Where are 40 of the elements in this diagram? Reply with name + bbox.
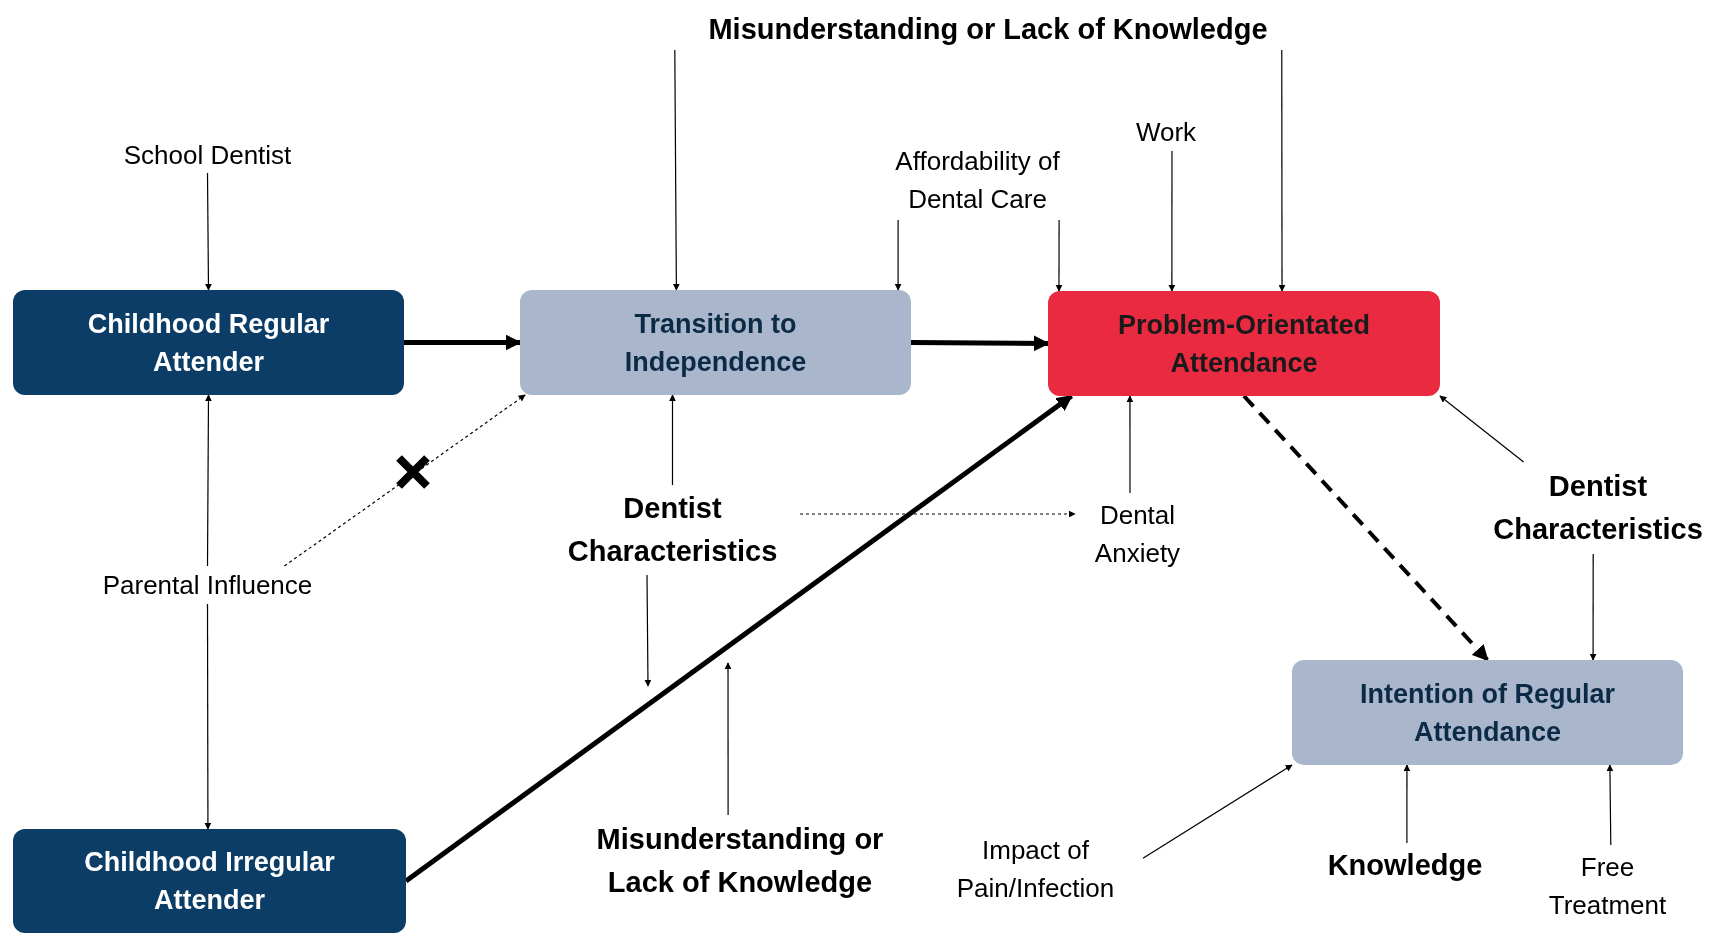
factor-label: Knowledge — [1310, 843, 1500, 887]
factor-label: Misunderstanding or Lack of Knowledge — [628, 8, 1348, 50]
arrow — [1606, 764, 1614, 846]
arrow — [283, 394, 526, 567]
factor-label: School Dentist — [90, 137, 325, 173]
stage-box: Intention of Regular Attendance — [1292, 660, 1683, 765]
arrow — [1439, 395, 1525, 463]
factor-label: Work — [1120, 113, 1212, 151]
arrow — [1168, 150, 1176, 292]
factor-label: Parental Influence — [65, 566, 350, 604]
arrow — [404, 334, 522, 351]
stage-box: Childhood Regular Attender — [13, 290, 404, 395]
arrow — [1055, 219, 1063, 292]
arrow — [672, 49, 680, 291]
stage-box: Childhood Irregular Attender — [13, 829, 406, 933]
arrow — [1142, 764, 1293, 859]
factor-label: Free Treatment — [1525, 845, 1690, 927]
arrow — [1126, 395, 1134, 494]
arrow — [1278, 49, 1286, 292]
factor-label: Dentist Characteristics — [1478, 462, 1718, 554]
factor-label: Impact of Pain/Infection — [928, 828, 1143, 910]
arrow — [204, 172, 212, 291]
arrow — [644, 574, 652, 687]
stage-box: Transition to Independence — [520, 290, 911, 395]
arrow — [204, 394, 212, 567]
arrow — [669, 394, 676, 486]
arrow — [911, 335, 1050, 352]
arrow — [1403, 764, 1411, 844]
arrow — [1589, 553, 1597, 661]
factor-label: Misunderstanding or Lack of Knowledge — [560, 815, 920, 907]
arrow — [799, 510, 1076, 518]
arrow — [724, 662, 732, 816]
arrow — [894, 219, 902, 291]
arrow — [404, 393, 1073, 884]
arrow — [1242, 394, 1489, 662]
stage-box: Problem-Orientated Attendance — [1048, 291, 1440, 396]
factor-label: Affordability of Dental Care — [855, 140, 1100, 220]
factor-label: Dental Anxiety — [1075, 493, 1200, 575]
factor-label: Dentist Characteristics — [545, 485, 800, 575]
arrow — [204, 603, 212, 830]
